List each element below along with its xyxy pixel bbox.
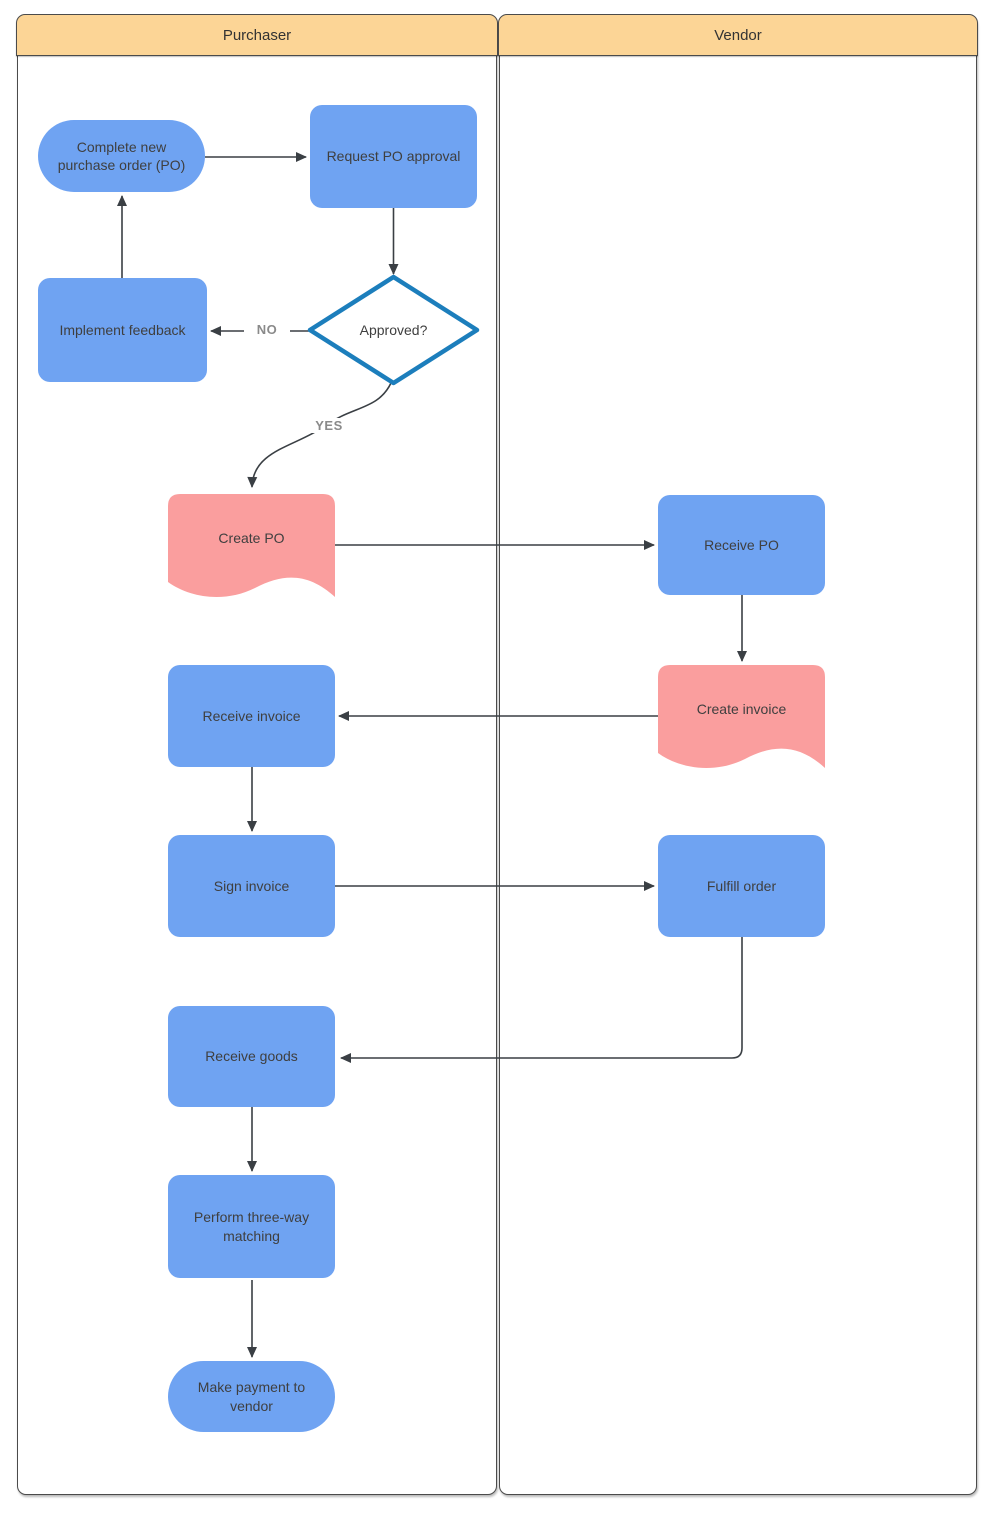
edge-label-no: NO [244, 322, 290, 337]
edge-fulfillorder-to-receivegoods [340, 937, 743, 1063]
decision-shape-approved[interactable] [307, 274, 480, 386]
document-shape-create-invoice[interactable] [658, 665, 825, 768]
node-label: Perform three-way matching [193, 1209, 310, 1244]
node-fulfill-order[interactable]: Fulfill order [658, 835, 825, 937]
node-make-payment-to-vendor[interactable]: Make payment to vendor [168, 1361, 335, 1432]
node-label: Receive PO [704, 536, 779, 553]
node-complete-new-po[interactable]: Complete new purchase order (PO) [38, 120, 205, 192]
lane-header-vendor[interactable]: Vendor [498, 14, 978, 57]
node-label: Receive invoice [202, 707, 301, 724]
node-label: Request PO approval [326, 148, 461, 165]
lane-header-purchaser[interactable]: Purchaser [16, 14, 498, 57]
node-label: Make payment to vendor [197, 1379, 306, 1414]
node-perform-three-way-matching[interactable]: Perform three-way matching [168, 1175, 335, 1278]
node-create-po[interactable]: Create PO [168, 494, 335, 582]
edge-label-yes: YES [305, 418, 353, 433]
lane-title-vendor: Vendor [714, 26, 762, 44]
node-receive-po[interactable]: Receive PO [658, 495, 825, 595]
node-label: Approved? [359, 321, 428, 338]
node-create-invoice[interactable]: Create invoice [658, 665, 825, 753]
lane-title-purchaser: Purchaser [222, 26, 292, 44]
node-request-po-approval[interactable]: Request PO approval [310, 105, 477, 208]
node-receive-goods[interactable]: Receive goods [168, 1006, 335, 1107]
node-label: Create PO [218, 529, 285, 546]
node-sign-invoice[interactable]: Sign invoice [168, 835, 335, 937]
node-approved-decision[interactable]: Approved? [318, 279, 469, 381]
node-receive-invoice[interactable]: Receive invoice [168, 665, 335, 767]
edge-approved-yes-to-createpo [247, 382, 392, 488]
node-implement-feedback[interactable]: Implement feedback [38, 278, 207, 382]
node-label: Fulfill order [706, 877, 777, 894]
node-label: Implement feedback [59, 321, 186, 338]
document-shape-create-po[interactable] [168, 494, 335, 597]
node-label: Create invoice [696, 700, 787, 717]
node-label: Complete new purchase order (PO) [57, 138, 186, 173]
node-label: Receive goods [205, 1048, 298, 1065]
node-label: Sign invoice [213, 877, 290, 894]
